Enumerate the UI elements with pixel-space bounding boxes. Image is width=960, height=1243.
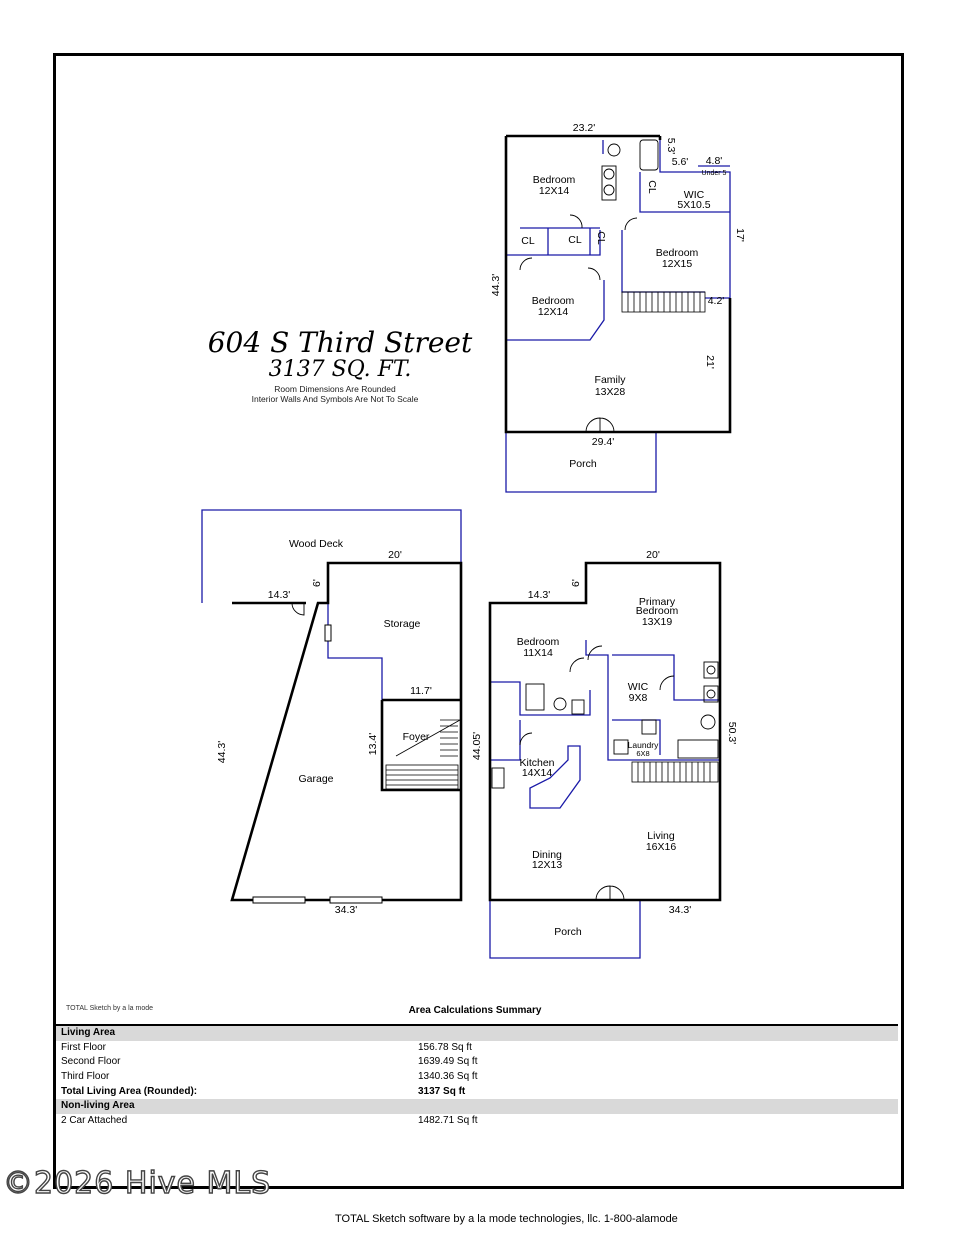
room-living-name: Living [647,830,675,842]
living-area-header: Living Area [61,1027,116,1038]
room-second-porch: Porch [554,926,582,938]
room-second-wic-size: 9X8 [629,692,648,704]
mls-watermark: ©2026 Hive MLS [2,1165,272,1201]
room-kitchen-name: Kitchen [519,757,554,769]
row-value: 1639.49 Sq ft [418,1056,478,1068]
room-second-bedroom-size: 11X14 [523,647,553,659]
dim-second-20: 20' [646,549,660,561]
table-row: 2 Car Attached 1482.71 Sq ft [56,1114,898,1129]
dim-first-443: 44.3' [216,741,228,763]
room-dining-size: 12X13 [532,859,563,871]
dim-third-53: 5.3' [665,138,677,155]
dim-third-17: 17' [734,228,746,242]
third-porch-outline [505,432,657,493]
dim-second-503: 50.3' [726,722,738,744]
table-row: Second Floor 1639.49 Sq ft [56,1055,898,1070]
dim-second-4405: 44.05' [471,732,483,760]
dim-third-21: 21' [704,355,716,369]
third-exterior-wall [504,134,732,434]
room-bedroom-c-size: 12X14 [538,306,569,318]
nonliving-header-row: Non-living Area [56,1099,898,1115]
room-family-size: 13X28 [595,386,626,398]
table-row: First Floor 156.78 Sq ft [56,1041,898,1056]
dim-second-6: 6' [570,579,582,587]
room-family-name: Family [595,374,627,386]
room-bedroom-b-size: 12X15 [662,258,693,270]
closet-label-2: CL [568,234,582,246]
row-value: 1340.36 Sq ft [418,1071,478,1083]
dim-third-under5: Under 5 [702,170,727,177]
room-garage: Garage [298,773,333,785]
row-value: 156.78 Sq ft [418,1041,472,1053]
third-bath-outline [602,140,731,299]
room-bedroom-c-name: Bedroom [532,295,575,307]
room-second-wic-name: WIC [628,681,649,693]
foyer-wall [380,698,461,792]
room-second-bedroom-name: Bedroom [517,636,560,648]
room-wood-deck: Wood Deck [289,538,344,550]
nonliving-header: Non-living Area [61,1100,135,1112]
room-laundry-size: 6X8 [636,749,649,758]
dim-first-143: 14.3' [268,589,290,601]
dim-third-top: 23.2' [573,122,595,134]
scale-note: Interior Walls And Symbols Are Not To Sc… [251,394,419,404]
room-bedroom-a-size: 12X14 [539,185,570,197]
row-label: First Floor [61,1041,106,1053]
second-porch-outline [489,900,641,959]
row-value: 1482.71 Sq ft [418,1115,478,1127]
room-primary-line1: Primary [639,596,676,608]
dim-third-443: 44.3' [490,274,502,296]
kitchen-island [529,745,581,809]
property-address: 604 S Third Street [207,326,473,359]
room-dining-name: Dining [532,849,562,861]
living-area-header-row: Living Area [56,1026,898,1041]
room-bedroom-a-name: Bedroom [533,174,576,186]
closet-label-1: CL [521,235,535,247]
total-value: 3137 Sq ft [418,1085,466,1097]
room-living-size: 16X16 [646,841,677,853]
room-wic-name: WIC [684,189,705,201]
room-bedroom-b-name: Bedroom [656,247,699,259]
room-laundry-name: Laundry [628,740,659,750]
dim-third-56: 5.6' [672,156,689,168]
total-row: Total Living Area (Rounded): 3137 Sq ft [56,1085,898,1100]
dim-first-20: 20' [388,549,402,561]
page-frame [53,53,904,1189]
row-label: 2 Car Attached [61,1115,128,1127]
dim-second-343: 34.3' [669,904,691,916]
software-footer: TOTAL Sketch software by a la mode techn… [335,1213,678,1225]
closet-label-3: CL [595,231,607,245]
dim-third-42: 4.2' [708,295,725,307]
room-wic-size: 5X10.5 [677,199,710,211]
total-sqft-heading: 3137 SQ. FT. [268,357,412,382]
row-label: Second Floor [61,1056,121,1068]
rounding-note: Room Dimensions Are Rounded [274,384,396,394]
dim-first-343: 34.3' [335,904,357,916]
room-primary-size: 13X19 [642,616,673,628]
dim-third-294: 29.4' [592,436,614,448]
dim-first-6: 6' [311,579,323,587]
row-label: Third Floor [61,1071,110,1083]
closet-label-4: CL [646,180,658,194]
table-row: Third Floor 1340.36 Sq ft [56,1070,898,1085]
area-summary-title: Area Calculations Summary [408,1005,542,1016]
dim-second-143: 14.3' [528,589,550,601]
deck-outline [201,509,462,603]
room-kitchen-size: 14X14 [522,767,553,779]
dim-first-117: 11.7' [410,685,432,697]
dim-third-48: 4.8' [706,155,723,167]
area-calculations-table: Living Area First Floor 156.78 Sq ft Sec… [56,1024,898,1129]
sketch-credit: TOTAL Sketch by a la mode [66,1005,154,1012]
room-foyer: Foyer [403,731,430,743]
room-primary-line2: Bedroom [636,605,679,617]
bedroom-c-wall [506,280,605,341]
room-storage: Storage [384,618,421,630]
second-exterior-wall [488,561,722,902]
dim-first-134: 13.4' [367,733,379,755]
total-label: Total Living Area (Rounded): [61,1085,198,1097]
garage-exterior-wall [230,561,463,902]
room-third-porch: Porch [569,458,597,470]
